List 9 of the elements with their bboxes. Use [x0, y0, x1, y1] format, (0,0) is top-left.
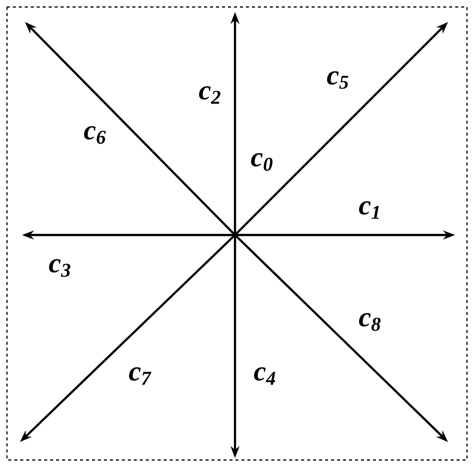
- vector-label: c$_{7}$: [129, 367, 152, 385]
- vector-label: c$_{8}$: [359, 313, 381, 331]
- vector-label: c$_{1}$: [359, 201, 379, 219]
- vector-label: c$_{3}$: [49, 259, 70, 277]
- vector-label: c$_{4}$: [254, 367, 276, 385]
- vector-label: c$_{6}$: [84, 126, 106, 144]
- vector-label: c$_{5}$: [327, 71, 348, 89]
- vector-label: c$_{0}$: [251, 153, 272, 171]
- vector-label: c$_{2}$: [199, 86, 220, 104]
